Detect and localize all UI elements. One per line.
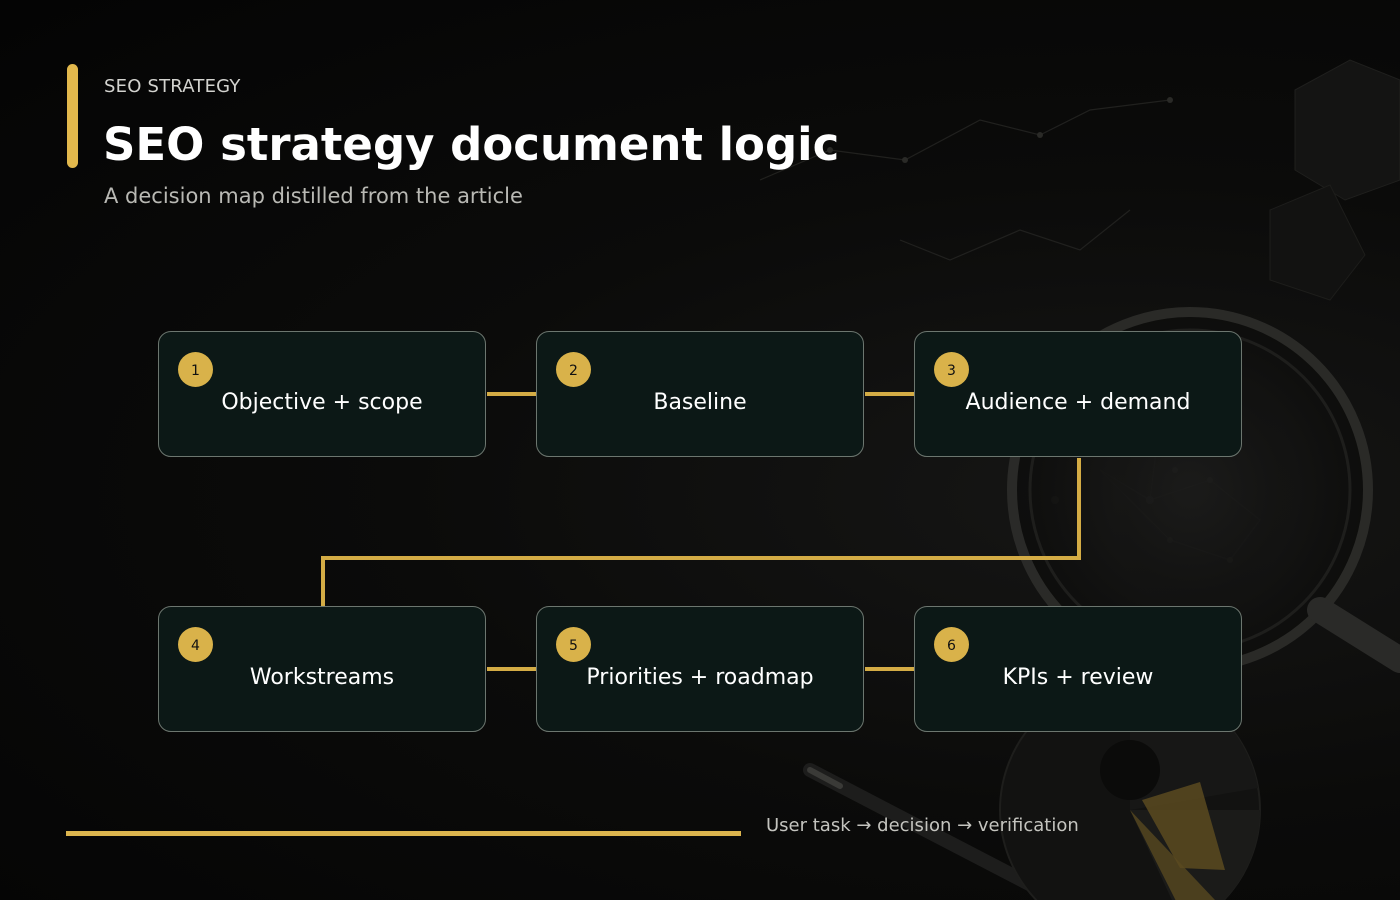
connector-1-2 [487,392,536,396]
step-badge-2: 2 [556,352,591,387]
page-title: SEO strategy document logic [103,118,840,171]
page-subtitle: A decision map distilled from the articl… [104,184,523,208]
step-label-6: KPIs + review [1002,665,1154,690]
footer-caption: User task → decision → verification [766,815,1079,836]
step-badge-5: 5 [556,627,591,662]
step-label-1: Objective + scope [221,390,423,415]
step-node-5: 5 Priorities + roadmap [536,606,864,732]
step-label-5: Priorities + roadmap [586,665,814,690]
step-node-3: 3 Audience + demand [914,331,1242,457]
step-label-4: Workstreams [249,665,395,690]
step-node-2: 2 Baseline [536,331,864,457]
step-badge-4: 4 [178,627,213,662]
step-node-6: 6 KPIs + review [914,606,1242,732]
connector-2-3 [865,392,914,396]
section-kicker: SEO STRATEGY [104,76,241,97]
connector-5-6 [865,667,914,671]
step-badge-1: 1 [178,352,213,387]
step-node-4: 4 Workstreams [158,606,486,732]
connector-3-down [1077,458,1081,560]
footer-rule [66,831,741,836]
title-accent-bar [67,64,78,168]
step-label-3: Audience + demand [965,390,1191,415]
connector-4-5 [487,667,536,671]
connector-down-4 [321,556,325,606]
step-badge-3: 3 [934,352,969,387]
connector-across [321,556,1081,560]
step-node-1: 1 Objective + scope [158,331,486,457]
step-label-2: Baseline [653,390,747,415]
step-badge-6: 6 [934,627,969,662]
